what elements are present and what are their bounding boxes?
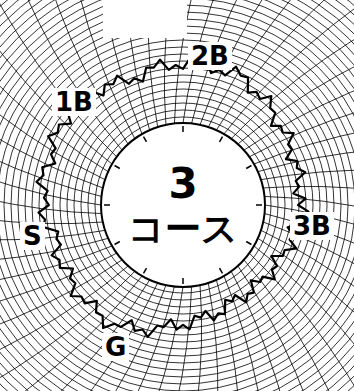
grid-radial — [0, 253, 117, 327]
center-disc — [101, 123, 265, 287]
grid-ring — [25, 47, 341, 363]
grid-radial — [170, 285, 202, 391]
tick-mark — [104, 204, 110, 206]
marker-label: G — [102, 333, 129, 361]
grid-radial — [0, 0, 112, 164]
grid-radial — [231, 0, 354, 139]
grid-radial — [0, 238, 108, 263]
grid-ring — [95, 117, 271, 293]
grid-ring — [11, 33, 354, 377]
marker-label: S — [20, 222, 45, 250]
grid-radial — [249, 253, 354, 391]
grid-radial — [244, 52, 354, 150]
grid-ring — [67, 89, 299, 321]
grid-radial — [0, 246, 112, 294]
tick-mark — [115, 166, 120, 169]
tick-mark — [144, 268, 147, 273]
grid-radial — [231, 271, 305, 391]
tick-mark — [246, 242, 251, 245]
grid-radial — [238, 22, 354, 144]
grid-radial — [183, 0, 265, 123]
grid-radial — [0, 59, 103, 188]
grid-ring — [0, 12, 354, 391]
grid-radial — [204, 283, 218, 391]
grid-ring — [60, 82, 306, 328]
course-number: 3 — [168, 160, 197, 208]
tick-mark — [182, 278, 184, 284]
tick-mark — [220, 137, 223, 142]
grid-radial — [258, 147, 354, 172]
tick-mark — [246, 166, 251, 169]
grid-ring — [18, 40, 348, 370]
grid-radial — [224, 0, 354, 134]
marker-label: 2B — [188, 42, 232, 70]
grid-ring — [46, 68, 320, 342]
grid-ring — [32, 54, 334, 356]
grid-radial — [261, 230, 354, 381]
trace-line — [37, 57, 309, 337]
tick-mark — [220, 268, 223, 273]
grid-ring — [0, 19, 354, 391]
grid-ring — [88, 110, 278, 300]
blank-patch — [103, 0, 187, 38]
tick-mark — [144, 137, 147, 142]
grid-radial — [0, 226, 105, 240]
tick-mark — [256, 204, 262, 206]
grid-radial — [261, 170, 354, 184]
grid-radial — [216, 0, 354, 130]
center-circle: 3コース — [101, 123, 265, 287]
tick-mark — [115, 242, 120, 245]
grid-ring — [4, 26, 354, 384]
course-label: コース — [128, 208, 238, 249]
grid-radial — [265, 196, 354, 252]
grid-ring — [81, 103, 285, 307]
marker-label: 1B — [52, 88, 96, 116]
grid-ring — [39, 61, 327, 349]
grid-radial — [101, 287, 183, 391]
grid-radial — [254, 246, 354, 391]
marker-label: 3B — [290, 212, 334, 240]
grid-radial — [249, 83, 354, 157]
tick-mark — [182, 126, 184, 132]
grid-ring — [0, 5, 354, 391]
grid-radial — [254, 116, 354, 164]
grid-radial — [0, 271, 135, 391]
grid-radial — [37, 285, 166, 391]
